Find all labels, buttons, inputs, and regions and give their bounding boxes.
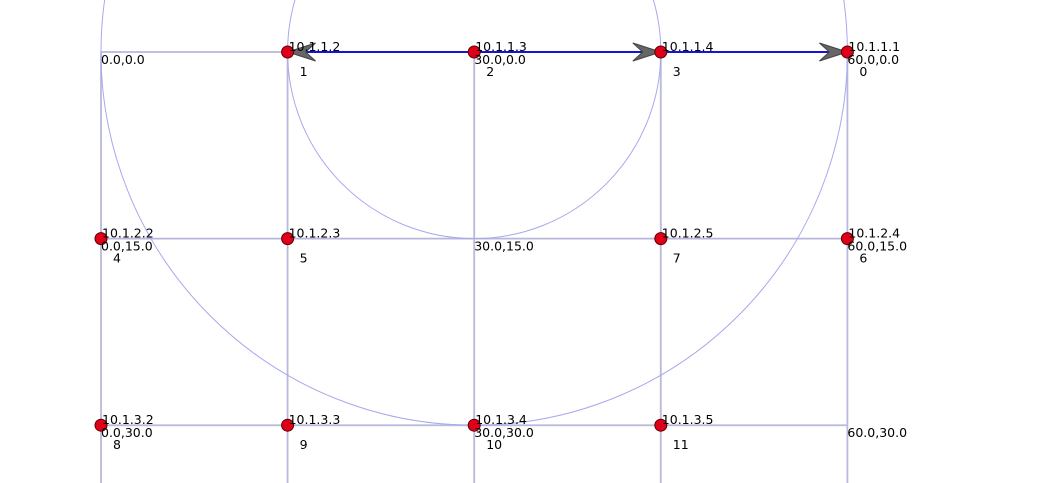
node-ip-label: 10.1.1.4	[662, 39, 714, 54]
node-ip-label: 10.1.1.3	[475, 39, 527, 54]
grid-point-label: 0.0,0.0	[101, 52, 145, 67]
node-ip-label: 10.1.2.3	[289, 226, 341, 241]
link-arrowheads	[285, 42, 850, 62]
node-id-label: 7	[673, 251, 681, 266]
node-id-label: 4	[113, 251, 121, 266]
node-marker	[654, 232, 668, 246]
grid-lines	[100, 51, 849, 483]
node-id-label: 1	[300, 64, 308, 79]
node-ip-label: 10.1.3.3	[289, 412, 341, 427]
node-coord-label: 60.0,15.0	[847, 239, 907, 254]
node-ip-label: 10.1.1.2	[289, 39, 341, 54]
node-id-label: 3	[673, 64, 681, 79]
node-ip-label: 10.1.2.4	[848, 226, 900, 241]
node-id-label: 2	[486, 64, 494, 79]
node-marker	[281, 418, 295, 432]
node-coord-label: 0.0,30.0	[101, 425, 153, 440]
arrowhead-icon	[819, 42, 850, 62]
node-marker	[467, 45, 481, 59]
grid-point-label: 60.0,30.0	[847, 425, 907, 440]
node-marker	[840, 232, 854, 246]
node-labels: 10.1.1.160.0,0.0010.1.1.2110.1.1.330.0,0…	[101, 39, 907, 452]
node-id-label: 0	[859, 64, 867, 79]
node-id-label: 11	[673, 437, 689, 452]
grid-point-label: 30.0,15.0	[474, 239, 534, 254]
node-id-label: 6	[859, 251, 867, 266]
node-marker	[281, 232, 295, 246]
node-ip-label: 10.1.2.5	[662, 226, 714, 241]
node-id-label: 5	[300, 251, 308, 266]
node-ip-label: 10.1.3.4	[475, 412, 527, 427]
node-ip-label: 10.1.3.2	[102, 412, 154, 427]
node-ip-label: 10.1.2.2	[102, 226, 154, 241]
node-id-label: 10	[486, 437, 502, 452]
node-ip-label: 10.1.3.5	[662, 412, 714, 427]
node-marker	[654, 45, 668, 59]
network-nodes	[94, 45, 854, 432]
node-coord-label: 60.0,0.0	[847, 52, 899, 67]
arrowhead-icon	[285, 42, 316, 62]
node-marker	[94, 232, 108, 246]
node-id-label: 8	[113, 437, 121, 452]
node-marker	[94, 418, 108, 432]
node-marker	[281, 45, 295, 59]
node-coord-label: 30.0,0.0	[474, 52, 526, 67]
node-ip-label: 10.1.1.1	[848, 39, 900, 54]
node-marker	[654, 418, 668, 432]
node-marker	[467, 418, 481, 432]
arrowhead-icon	[632, 42, 663, 62]
node-coord-label: 30.0,30.0	[474, 425, 534, 440]
node-marker	[840, 45, 854, 59]
node-coord-label: 0.0,15.0	[101, 239, 153, 254]
node-id-label: 9	[300, 437, 308, 452]
